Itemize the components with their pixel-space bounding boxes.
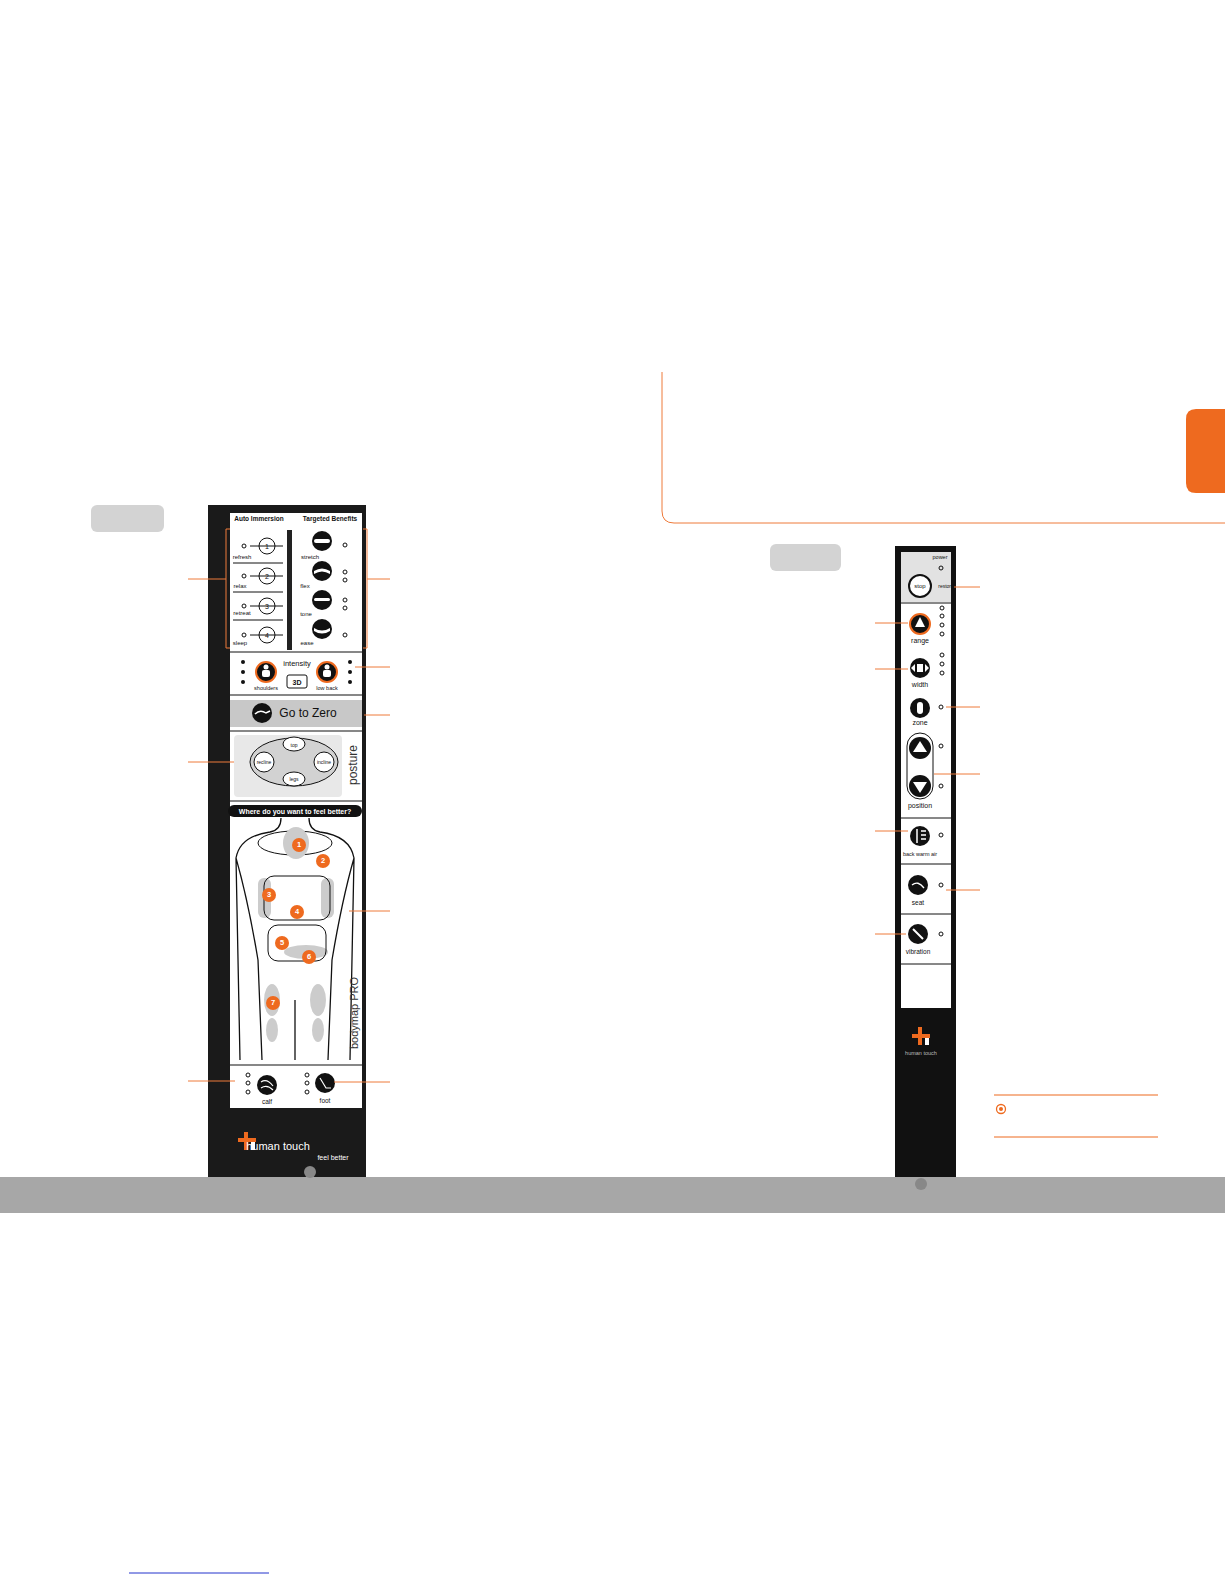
button-label: range: [911, 637, 929, 644]
callout-number: 4: [265, 632, 269, 639]
button-label: width: [912, 681, 928, 688]
remote-panel: human touch feel better Go to Zero: [208, 505, 366, 1177]
button-label: calf: [262, 1099, 272, 1106]
button-label: incline: [317, 760, 331, 765]
button-label: sleep: [233, 640, 247, 646]
button-label: vibration: [906, 949, 931, 956]
callout-number: 3: [267, 891, 271, 899]
button-label: Where do you want to feel better?: [239, 808, 351, 815]
button-label: foot: [320, 1098, 331, 1105]
button-label: zone: [912, 719, 927, 726]
button-label: refresh: [233, 554, 252, 560]
button-label: relax: [233, 583, 246, 589]
brand-text: feel better: [317, 1154, 348, 1161]
callout-number: 2: [265, 573, 269, 580]
button-label: posture: [347, 745, 359, 785]
callout-number: 5: [280, 939, 284, 947]
button-label: stretch: [301, 554, 319, 560]
button-label: shoulders: [254, 686, 278, 692]
button-label: recline: [257, 760, 272, 765]
button-label: stop: [914, 583, 925, 589]
button-label: tone: [300, 611, 312, 617]
button-label: Targeted Benefits: [303, 516, 357, 523]
button-label: position: [908, 802, 932, 809]
callout-number: 2: [321, 857, 325, 865]
brand-text: human touch: [246, 1141, 310, 1152]
callout-number: 7: [271, 999, 275, 1007]
remote-panel: human touch: [895, 546, 956, 1177]
button-label: low back: [316, 686, 337, 692]
callout-number: 1: [297, 841, 301, 849]
button-label: seat: [912, 900, 924, 907]
band-label: Go to Zero: [279, 707, 336, 719]
button-label: intensity: [283, 660, 311, 668]
callout-number: 3: [265, 603, 269, 610]
button-label: power: [933, 555, 948, 561]
button-label: restore: [938, 584, 954, 589]
button-label: legs: [289, 777, 298, 782]
button-label: retreat: [233, 610, 250, 616]
callout-number: 1: [265, 543, 269, 550]
button-label: Auto Immersion: [234, 516, 283, 523]
callout-number: 6: [307, 953, 311, 961]
brand-text: human touch: [905, 1051, 937, 1057]
button-label: bodymap PRO: [349, 977, 360, 1049]
zero-band: Go to Zero: [230, 700, 361, 727]
callout-number: 4: [295, 908, 299, 916]
button-label: flex: [300, 583, 309, 589]
button-label: 3D: [293, 679, 302, 686]
button-label: back warm air: [903, 852, 937, 858]
button-label: top: [291, 743, 298, 748]
button-label: ease: [300, 640, 313, 646]
